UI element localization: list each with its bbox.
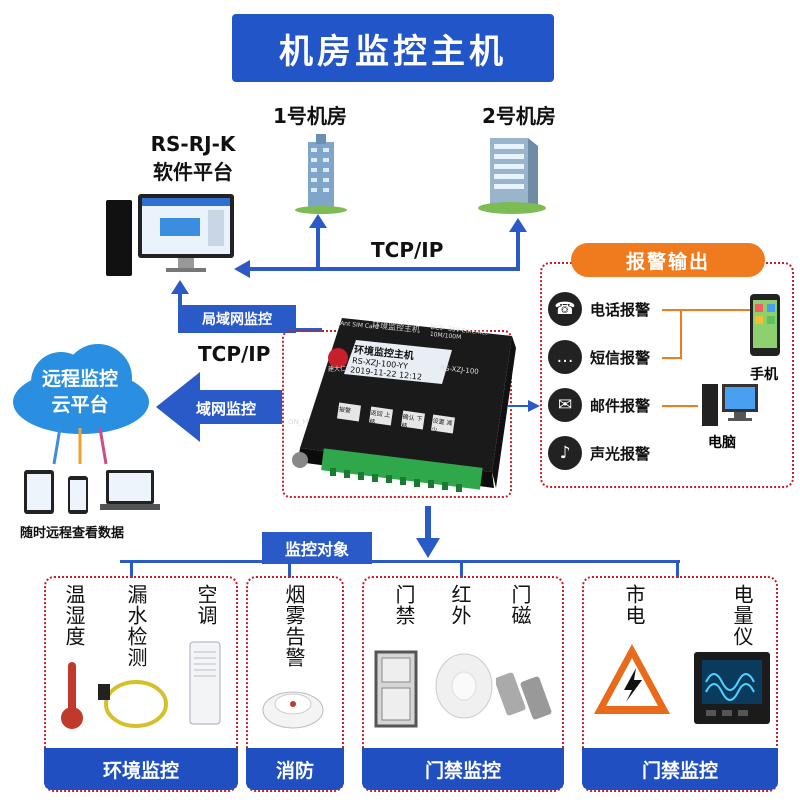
- alarm-phone-label: 电话报警: [590, 300, 651, 319]
- phone-icon: ☎: [548, 292, 582, 326]
- mobile-label: 手机: [750, 367, 778, 383]
- drop-line-1: [130, 560, 133, 578]
- alarm-item-bell: ♪ 声光报警: [548, 436, 650, 470]
- drop-line-2: [288, 560, 291, 578]
- target-infrared: 红外: [448, 584, 472, 626]
- remote-devices-icon: [24, 470, 160, 514]
- cloud-line1: 远程监控: [41, 368, 118, 390]
- door-magnet-icon: [496, 672, 552, 720]
- group-fire: [246, 576, 344, 792]
- alarm-link-line: [508, 405, 530, 407]
- room1-label: 1号机房: [273, 104, 347, 128]
- computer-icon: [702, 384, 758, 426]
- targets-header: 监控对象: [262, 532, 372, 564]
- alarm-item-mail: ✉ 邮件报警: [548, 388, 650, 422]
- bell-icon: ♪: [548, 436, 582, 470]
- drop-line-4: [676, 560, 679, 578]
- sms-icon: …: [548, 340, 582, 374]
- building1-icon: [295, 134, 347, 214]
- arrow-down-icon: [416, 538, 440, 558]
- drop-line-3: [460, 560, 463, 578]
- software-subtitle: 软件平台: [153, 160, 233, 184]
- arrow-up-icon: [309, 214, 327, 228]
- high-voltage-warning-icon: [594, 644, 670, 714]
- target-door-access: 门禁: [392, 584, 416, 626]
- alarm-item-sms: … 短信报警: [548, 340, 650, 374]
- tcp-ip-top-label: TCP/IP: [371, 238, 444, 262]
- targets-link-line: [425, 506, 431, 546]
- target-smoke-alarm: 烟雾告警: [282, 584, 306, 668]
- alarm-sms-label: 短信报警: [590, 348, 651, 367]
- infrared-sensor-icon: [435, 653, 493, 719]
- group-power-footer: 门禁监控: [582, 748, 778, 790]
- device-on-label: ON_M: [288, 418, 309, 426]
- group-access-footer: 门禁监控: [362, 748, 564, 790]
- alarm-mail-label: 邮件报警: [590, 396, 651, 415]
- target-air-conditioner: 空调: [194, 584, 218, 626]
- cloud-line2: 云平台: [51, 394, 109, 416]
- device-key-confirm: 确认 下移: [400, 413, 423, 431]
- thermometer-icon: [61, 662, 83, 729]
- room2-label: 2号机房: [482, 104, 556, 128]
- target-power-meter: 电量仪: [730, 584, 754, 647]
- target-water-leak: 漏水检测: [124, 584, 148, 668]
- tcp-ip-left-label: TCP/IP: [198, 342, 271, 366]
- arrow-up-icon: [509, 218, 527, 232]
- air-conditioner-icon: [189, 641, 221, 725]
- device-key-back: 返回 上移: [368, 409, 391, 427]
- desktop-computer-icon: [106, 194, 234, 276]
- wan-arrow-icon: [156, 372, 282, 442]
- alarm-output-header: 报警输出: [571, 243, 765, 277]
- lan-horizontal-line: [178, 328, 322, 332]
- sms-connector: [662, 357, 682, 359]
- mail-icon: ✉: [548, 388, 582, 422]
- group-environment: [44, 576, 238, 792]
- page-title: 机房监控主机: [232, 14, 554, 82]
- phone-connector: [662, 309, 750, 311]
- group-power: [582, 576, 778, 792]
- software-name: RS-RJ-K: [150, 132, 236, 156]
- device-key-set: 设置 减少: [430, 417, 453, 435]
- alarm-bell-label: 声光报警: [590, 444, 651, 463]
- tcp-bus-line: [248, 267, 520, 271]
- device-key-alarm: 报警: [338, 406, 352, 415]
- group-fire-footer: 消防: [246, 748, 344, 790]
- water-leak-sensor-icon: [98, 680, 168, 728]
- targets-bus-line: [120, 560, 680, 563]
- building2-icon: [478, 138, 546, 214]
- door-icon: [374, 650, 418, 728]
- target-temp-humidity: 温湿度: [62, 584, 86, 647]
- sms-connector-vertical: [680, 310, 682, 359]
- cloud-links: [52, 427, 108, 465]
- group-environment-footer: 环境监控: [44, 748, 238, 790]
- arrow-right-icon: [528, 400, 540, 412]
- smoke-detector-icon: [262, 691, 324, 729]
- computer-label: 电脑: [708, 435, 736, 451]
- device-brand: 建大仁科: [328, 366, 353, 373]
- remote-caption: 随时远程查看数据: [20, 526, 125, 541]
- cloud-icon: [13, 344, 149, 434]
- software-platform-label: RS-RJ-K 软件平台: [148, 130, 238, 186]
- power-meter-icon: [694, 652, 770, 724]
- target-mains-power: 市电: [622, 584, 646, 626]
- arrow-up-icon: [171, 280, 189, 294]
- room2-line: [516, 222, 520, 270]
- monitoring-host-device: [292, 318, 516, 492]
- group-access: [362, 576, 564, 792]
- wan-monitor-label: 域网监控: [196, 400, 257, 418]
- room1-line: [316, 218, 320, 270]
- mail-connector: [662, 405, 698, 407]
- arrow-left-icon: [234, 260, 250, 278]
- mobile-phone-icon: [750, 294, 780, 356]
- alarm-item-phone: ☎ 电话报警: [548, 292, 650, 326]
- target-door-magnet: 门磁: [508, 584, 532, 626]
- cloud-label: 远程监控 云平台: [30, 366, 130, 418]
